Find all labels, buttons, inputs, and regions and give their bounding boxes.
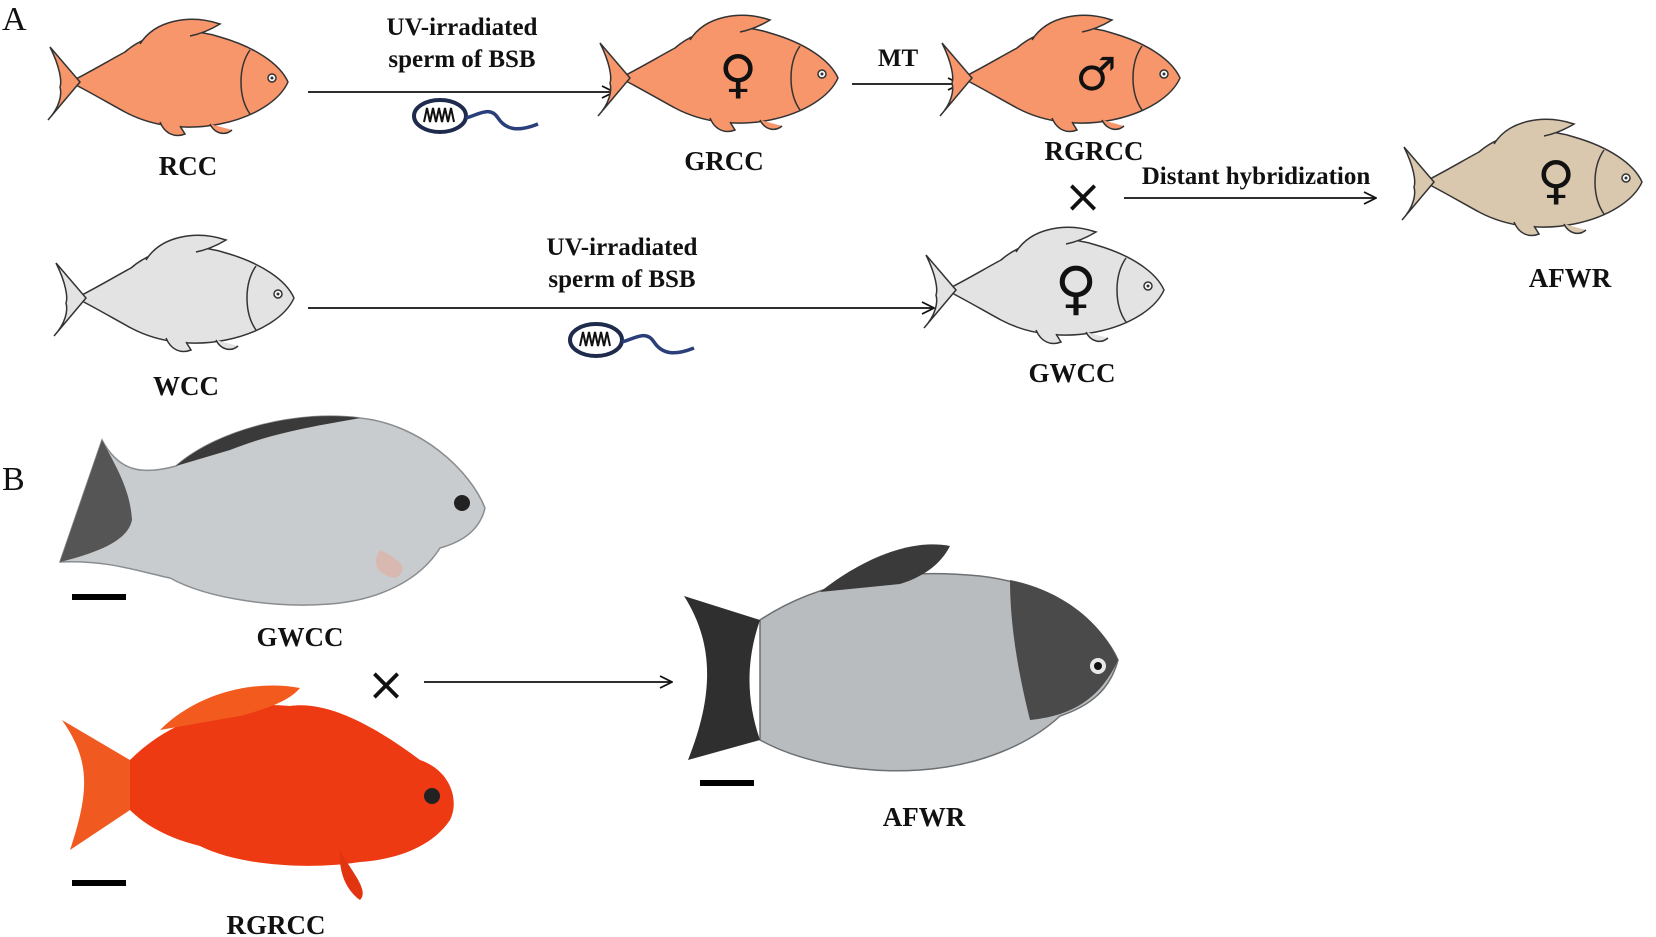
scale-bar-afwr bbox=[700, 780, 754, 786]
arrow-top-text-1: UV-irradiated bbox=[387, 14, 538, 41]
arrow-bottom-text-1: UV-irradiated bbox=[547, 234, 698, 261]
grcc-label: GRCC bbox=[684, 146, 764, 176]
photo-rgrcc-fish bbox=[62, 685, 454, 900]
female-symbol-afwr-icon: ♀ bbox=[1537, 151, 1575, 211]
cross-symbol-b: × bbox=[367, 657, 406, 711]
male-symbol-icon: ♂ bbox=[1075, 47, 1116, 101]
cross-symbol-a: × bbox=[1064, 169, 1103, 223]
panel-a-label: A bbox=[2, 1, 27, 38]
rcc-label: RCC bbox=[159, 151, 218, 181]
gwcc-label: GWCC bbox=[1029, 358, 1116, 388]
b-gwcc-label: GWCC bbox=[257, 622, 344, 652]
arrow-bottom-text-2: sperm of BSB bbox=[548, 266, 695, 293]
sperm-icon-2 bbox=[568, 322, 696, 358]
female-symbol-icon: ♀ bbox=[719, 45, 757, 105]
female-symbol-gwcc-icon: ♀ bbox=[1055, 254, 1097, 322]
fish-wcc-icon bbox=[53, 234, 295, 353]
fish-gwcc-icon bbox=[923, 226, 1165, 345]
b-rgrcc-label: RGRCC bbox=[227, 910, 326, 937]
scale-bar-rgrcc bbox=[72, 880, 126, 886]
fish-rgrcc-icon bbox=[939, 14, 1181, 133]
arrow-mt-text: MT bbox=[878, 45, 919, 72]
wcc-label: WCC bbox=[153, 371, 219, 401]
afwr-label: AFWR bbox=[1529, 263, 1612, 293]
fish-afwr-icon bbox=[1401, 118, 1643, 237]
scale-bar-gwcc bbox=[72, 594, 126, 600]
photo-gwcc-fish bbox=[58, 415, 486, 606]
sperm-icon bbox=[412, 98, 540, 134]
arrow-top-text-2: sperm of BSB bbox=[388, 46, 535, 73]
panel-b-label: B bbox=[2, 461, 25, 498]
photo-afwr-fish bbox=[684, 544, 1119, 786]
rgrcc-label: RGRCC bbox=[1045, 136, 1144, 166]
arrow-hybrid-text: Distant hybridization bbox=[1142, 163, 1371, 190]
b-afwr-label: AFWR bbox=[883, 802, 966, 832]
fish-rcc-icon bbox=[47, 18, 289, 137]
